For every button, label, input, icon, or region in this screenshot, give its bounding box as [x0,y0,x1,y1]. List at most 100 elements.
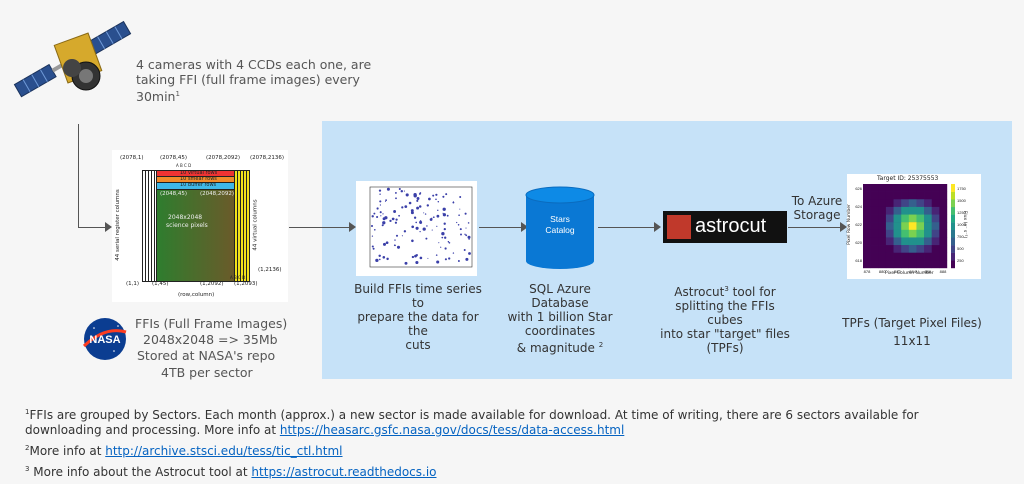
tpf-pixel [931,245,940,253]
tpf-pixel [924,222,932,231]
tpf-pixel [916,206,925,215]
bottom-coord-4: (1,2093) [234,281,258,287]
tpf-pixel [893,245,902,253]
astrocut-caption-line3: into star "target" files [660,327,790,341]
nasa-line3: Stored at NASA's repo [137,348,276,363]
tpf-caption-line1: TPFs (Target Pixel Files) [842,316,982,330]
tpf-pixel [939,191,948,200]
tpf-pixel [901,206,910,215]
tpf-pixel [870,252,879,261]
bottom-coord-1: (1,1) [126,281,140,287]
footnote-2-link[interactable]: http://archive.stsci.edu/tess/tic_ctl.ht… [105,444,343,458]
nasa-line2: 2048x2048 => 35Mb [143,332,278,347]
tpf-xlabel: Pixel Column Number [885,271,934,276]
tpf-pixel [878,222,887,231]
scatter-dot [373,228,376,231]
scatter-dot [422,227,426,231]
scatter-dot [393,210,397,213]
scatter-dot [411,239,414,243]
scatter-dot [379,193,381,195]
scatter-dot [448,257,451,260]
tpf-pixel [863,214,871,223]
tpf-x-tick: 878 [864,269,871,274]
colorbar-segment [951,252,955,261]
scatter-dot [379,211,382,214]
arrow-head-db [521,222,528,232]
tpf-pixel [916,229,925,238]
astrocut-logo-text: astrocut [695,215,767,237]
tpf-pixel [863,222,871,231]
footnote-1-link[interactable]: https://heasarc.gsfc.nasa.gov/docs/tess/… [279,423,625,437]
right-mid-coord: (1,2136) [258,267,282,273]
scatter-dot [371,215,374,218]
tpf-pixel [939,229,948,238]
scatter-dot [398,187,401,191]
scatter-dot [426,204,429,207]
satellite-icon [13,20,132,98]
db-caption-line4: & magnitude [516,341,595,355]
scatter-dot [411,255,415,259]
scatter-dot [371,235,374,237]
connector-db-astrocut [598,227,654,228]
scatter-dot [445,193,448,196]
tpf-pixel [870,191,879,200]
tpf-ylabel: Pixel Row Number [846,204,852,245]
footnote-3-link[interactable]: https://astrocut.readthedocs.io [251,465,437,479]
scatter-dot [419,221,422,224]
tpf-pixel [924,260,932,269]
astrocut-caption-line2: splitting the FFIs cubes [675,299,775,327]
tpf-pixel [908,222,917,231]
tpf-pixel [931,237,940,246]
tpf-pixel [863,229,871,238]
scatter-dot [394,191,397,194]
tpf-pixel [863,237,871,246]
tpf-pixel [916,214,925,223]
tpf-pixel [916,245,925,253]
tpf-pixel [893,191,902,200]
satellite-caption-line1: 4 cameras with 4 CCDs each one, are [136,57,372,72]
tpf-pixel [908,260,917,269]
scatter-dot [396,245,401,249]
tpf-pixel [916,191,925,200]
scatter-dot [416,199,419,202]
abcd-top: A B C D [176,163,192,168]
tpf-pixel [893,199,902,208]
timeseries-plot [356,181,477,276]
tpf-pixel [916,222,925,231]
tpf-pixel [878,245,887,253]
tpf-pixel [863,260,871,269]
scatter-dot [378,189,382,192]
tpf-pixel [924,237,932,246]
tpf-pixel [908,214,917,223]
scatter-dot [403,190,405,192]
scatter-dot [442,207,446,211]
tpf-pixel [885,199,894,208]
tpf-pixel [878,237,887,246]
scatter-dot [442,212,444,214]
tpf-pixel [863,184,871,192]
footnote-1-sup: 1 [25,408,30,416]
tpf-x-tick: 888 [940,269,947,274]
scatter-dot [389,219,392,223]
tpf-pixel [885,245,894,253]
footnote-1-text2: downloading and processing. More info at [25,423,280,437]
tpf-pixel [908,199,917,208]
tpf-pixel [885,206,894,215]
tpf-pixel [863,191,871,200]
tpf-pixel [939,214,948,223]
scatter-dot [379,258,381,261]
tpf-colorbar-tick: 250 [957,258,964,263]
tpf-pixel [893,206,902,215]
scatter-dot [418,192,421,195]
footnote-2-sup: 2 [25,444,30,452]
tpf-pixel [924,191,932,200]
db-label-1: Stars [550,214,570,224]
scatter-dot [378,254,381,258]
tpf-pixel [878,229,887,238]
tpf-pixel [878,206,887,215]
tpf-pixel [931,214,940,223]
tpf-pixel [893,260,902,269]
scatter-dot [423,212,425,214]
tpf-pixel [939,245,948,253]
